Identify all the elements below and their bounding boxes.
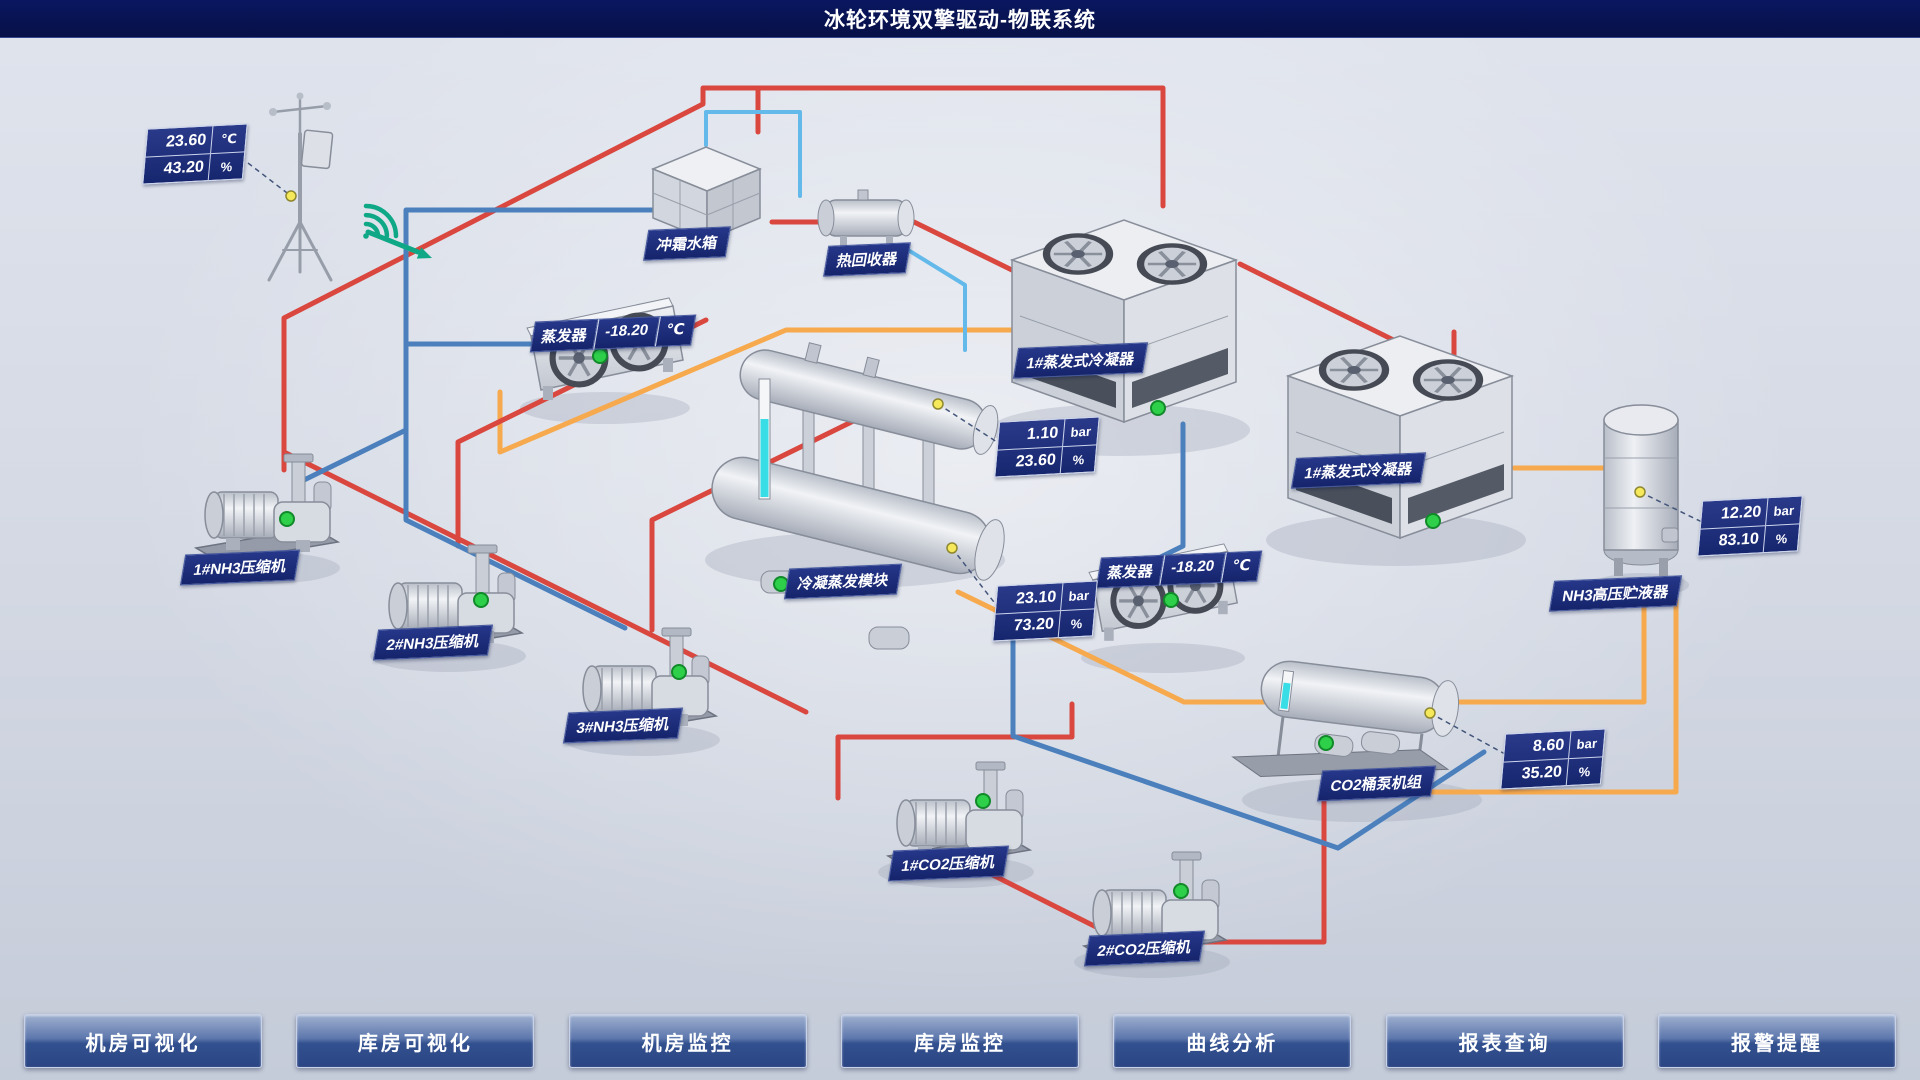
gauge-value: 35.20 bbox=[1520, 763, 1563, 783]
gauge-value: 1.10 bbox=[1026, 424, 1060, 443]
gauge-row: 73.20 % bbox=[993, 608, 1095, 641]
label-nh3-compressor-1: 1#NH3压缩机 bbox=[179, 549, 300, 586]
nh3-receiver-readout: 12.20 bar 83.10 % bbox=[1697, 495, 1803, 557]
gauge-row: 43.20 % bbox=[143, 151, 245, 184]
gauge-unit: ℃ bbox=[210, 124, 247, 154]
nav-button-alarm-alert[interactable]: 报警提醒 bbox=[1657, 1014, 1896, 1068]
gauge-value: 8.60 bbox=[1532, 736, 1566, 755]
gauge-value: 12.20 bbox=[1720, 503, 1763, 523]
gauge-value: 23.10 bbox=[1015, 588, 1058, 608]
temp-unit: ℃ bbox=[654, 314, 697, 348]
temp-value: -18.20 bbox=[1159, 552, 1226, 586]
signal-arrow-icon bbox=[365, 229, 432, 259]
gauge-value: 23.60 bbox=[165, 131, 208, 151]
nav-button-report-query[interactable]: 报表查询 bbox=[1385, 1014, 1624, 1068]
gauge-value: 83.10 bbox=[1717, 530, 1760, 550]
gauge-unit: % bbox=[1059, 445, 1097, 474]
gauge-row: 83.10 % bbox=[1698, 523, 1800, 556]
nav-button-machine-room-visualization[interactable]: 机房可视化 bbox=[24, 1014, 262, 1068]
evaporative-condenser-2[interactable] bbox=[1288, 336, 1512, 538]
gauge-unit: bar bbox=[1062, 417, 1099, 447]
weather-station bbox=[267, 92, 334, 282]
label-co2-pump-unit: CO2桶泵机组 bbox=[1316, 765, 1436, 802]
evaporative-condenser-1[interactable] bbox=[1012, 220, 1236, 422]
label-defrost-tank: 冲霜水箱 bbox=[643, 226, 731, 261]
gauge-row: 1.10 bar bbox=[998, 417, 1099, 449]
status-indicators bbox=[279, 348, 1441, 899]
gauge-row: 12.20 bar bbox=[1701, 496, 1802, 528]
gauge-unit: bar bbox=[1568, 729, 1605, 759]
gauge-row: 23.60 ℃ bbox=[146, 124, 247, 156]
heat-recovery-unit[interactable] bbox=[817, 189, 915, 248]
gauge-unit: % bbox=[207, 152, 245, 181]
equipment-name: 蒸发器 bbox=[529, 318, 599, 353]
label-nh3-receiver: NH3高压贮液器 bbox=[1548, 575, 1683, 612]
defrost-water-tank[interactable] bbox=[651, 146, 762, 242]
gauge-unit: % bbox=[1565, 757, 1603, 786]
nav-button-curve-analysis[interactable]: 曲线分析 bbox=[1113, 1014, 1352, 1068]
nav-button-warehouse-visualization[interactable]: 库房可视化 bbox=[296, 1014, 535, 1068]
gauge-row: 23.60 % bbox=[995, 444, 1097, 477]
nav-button-warehouse-monitoring[interactable]: 库房监控 bbox=[840, 1014, 1079, 1068]
module-top-readout: 1.10 bar 23.60 % bbox=[994, 416, 1100, 478]
gauge-value: 73.20 bbox=[1012, 615, 1055, 635]
label-co2-compressor-2: 2#CO2压缩机 bbox=[1083, 930, 1205, 967]
nav-bar: 机房可视化 库房可视化 机房监控 库房监控 曲线分析 报表查询 报警提醒 bbox=[0, 1014, 1920, 1070]
page-title: 冰轮环境双擎驱动-物联系统 bbox=[824, 8, 1096, 32]
gauge-unit: % bbox=[1762, 524, 1800, 553]
sensor-points bbox=[285, 190, 1646, 719]
sensor-leader-lines bbox=[247, 162, 1703, 755]
gauge-row: 23.10 bar bbox=[996, 581, 1097, 613]
label-nh3-compressor-3: 3#NH3压缩机 bbox=[562, 707, 683, 744]
label-condenser-1: 1#蒸发式冷凝器 bbox=[1012, 342, 1148, 379]
gauge-unit: bar bbox=[1765, 496, 1802, 526]
gauge-row: 35.20 % bbox=[1501, 756, 1603, 789]
label-nh3-compressor-2: 2#NH3压缩机 bbox=[372, 624, 493, 661]
nav-button-machine-room-monitoring[interactable]: 机房监控 bbox=[568, 1014, 807, 1068]
gauge-unit: bar bbox=[1060, 581, 1097, 611]
label-co2-compressor-1: 1#CO2压缩机 bbox=[887, 845, 1009, 882]
module-bottom-readout: 23.10 bar 73.20 % bbox=[992, 580, 1098, 642]
label-module: 冷凝蒸发模块 bbox=[783, 563, 903, 600]
weather-readout: 23.60 ℃ 43.20 % bbox=[142, 123, 248, 185]
gauge-unit: % bbox=[1057, 609, 1095, 638]
gauge-row: 8.60 bar bbox=[1504, 729, 1605, 761]
gauge-value: 43.20 bbox=[162, 158, 205, 178]
equipment-name: 蒸发器 bbox=[1095, 554, 1165, 589]
nh3-high-pressure-receiver[interactable] bbox=[1603, 404, 1679, 576]
header-bar: 冰轮环境双擎驱动-物联系统 bbox=[0, 0, 1920, 38]
label-heat-recovery: 热回收器 bbox=[823, 242, 911, 277]
gauge-value: 23.60 bbox=[1014, 451, 1057, 471]
temp-value: -18.20 bbox=[593, 316, 660, 350]
temp-unit: ℃ bbox=[1220, 550, 1263, 584]
condensing-evaporating-module[interactable] bbox=[706, 328, 1010, 650]
water-pipes bbox=[704, 110, 967, 352]
label-condenser-2: 1#蒸发式冷凝器 bbox=[1290, 452, 1426, 489]
co2-pump-unit-readout: 8.60 bar 35.20 % bbox=[1500, 728, 1606, 790]
